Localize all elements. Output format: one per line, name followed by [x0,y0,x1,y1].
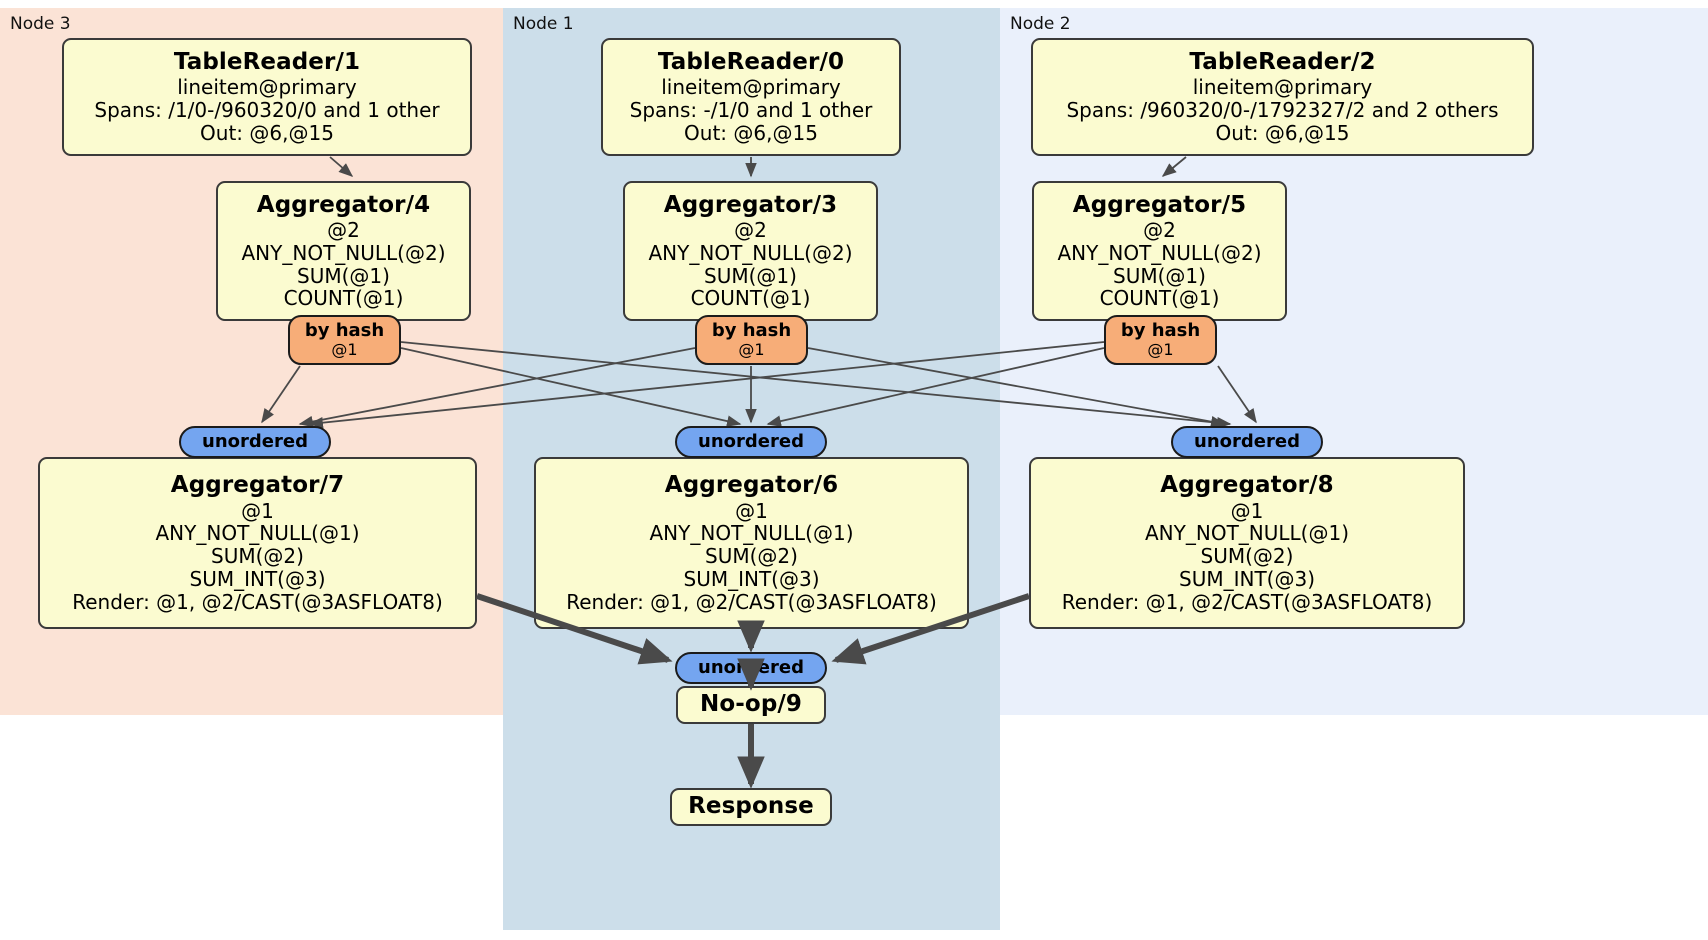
node-panel-label: Node 3 [10,14,71,34]
pill-sublabel: @1 [1147,340,1174,360]
proc-box-line: Spans: -/1/0 and 1 other [629,98,873,123]
proc-box-line: ANY_NOT_NULL(@2) [648,240,853,265]
proc-box-title: Response [688,793,814,820]
proc-box-line: ANY_NOT_NULL(@2) [1057,240,1262,265]
proc-box-line: ANY_NOT_NULL(@1) [155,521,360,546]
proc-box-line: Render: @1, @2/CAST(@3ASFLOAT8) [566,589,937,614]
pill-label: by hash [711,320,792,342]
proc-box-line: COUNT(@1) [1099,286,1220,311]
pill-label: by hash [304,320,385,342]
pill-hash3[interactable]: by hash@1 [695,315,808,365]
proc-box-line: SUM_INT(@3) [683,566,820,591]
node-panel-label: Node 2 [1010,14,1071,34]
proc-box-line: ANY_NOT_NULL(@2) [241,240,446,265]
proc-box-line: @1 [735,498,768,523]
proc-box-line: lineitem@primary [177,75,357,100]
proc-box-line: ANY_NOT_NULL(@1) [1145,521,1349,546]
proc-box-line: Spans: /1/0-/960320/0 and 1 other [94,98,440,123]
proc-box-title: Aggregator/4 [256,191,431,218]
pill-unordered6[interactable]: unordered [675,426,827,458]
proc-box-line: ANY_NOT_NULL(@1) [649,521,854,546]
proc-box-title: TableReader/0 [657,49,845,76]
proc-box-line: SUM(@2) [705,544,798,569]
pill-label: unordered [1194,431,1300,453]
pill-label: unordered [698,657,804,679]
proc-box-line: Out: @6,@15 [200,120,334,145]
proc-box-response[interactable]: Response [670,788,832,826]
proc-box-title: Aggregator/7 [170,472,345,499]
proc-box-line: lineitem@primary [1192,75,1373,100]
proc-box-line: @2 [1143,217,1176,242]
proc-box-title: Aggregator/5 [1072,191,1247,218]
proc-box-line: @2 [734,217,767,242]
pill-hash4[interactable]: by hash@1 [288,315,401,365]
proc-box-line: SUM(@1) [1113,263,1206,288]
proc-box-line: Spans: /960320/0-/1792327/2 and 2 others [1066,98,1499,123]
proc-box-line: @1 [1230,498,1264,523]
proc-box-line: Out: @6,@15 [684,120,818,145]
pill-hash5[interactable]: by hash@1 [1104,315,1217,365]
node-panel-label: Node 1 [513,14,574,34]
proc-box-line: Out: @6,@15 [1215,120,1350,145]
proc-box-line: @2 [327,217,360,242]
proc-box-line: COUNT(@1) [690,286,811,311]
pill-unordered7[interactable]: unordered [179,426,331,458]
proc-box-line: Render: @1, @2/CAST(@3ASFLOAT8) [1061,589,1433,614]
proc-box-line: SUM(@2) [1200,544,1294,569]
pill-sublabel: @1 [738,340,765,360]
proc-box-line: @1 [241,498,274,523]
proc-box-line: SUM(@1) [297,263,390,288]
proc-box-title: TableReader/1 [173,49,361,76]
proc-box-title: Aggregator/3 [663,191,838,218]
proc-box-line: SUM_INT(@3) [189,566,326,591]
pill-unordered8[interactable]: unordered [1171,426,1323,458]
proc-box-line: lineitem@primary [661,75,841,100]
proc-box-title: Aggregator/6 [664,472,839,499]
proc-box-line: Render: @1, @2/CAST(@3ASFLOAT8) [72,589,443,614]
pill-unordered9[interactable]: unordered [675,652,827,684]
pill-label: unordered [202,431,308,453]
proc-box-line: SUM_INT(@3) [1179,566,1315,591]
proc-box-title: TableReader/2 [1189,49,1376,76]
proc-box-title: Aggregator/8 [1160,472,1334,499]
proc-box-line: COUNT(@1) [283,286,404,311]
proc-box-title: No-op/9 [700,691,802,718]
pill-label: unordered [698,431,804,453]
pill-sublabel: @1 [331,340,358,360]
proc-box-line: SUM(@1) [704,263,797,288]
pill-label: by hash [1120,320,1201,342]
proc-box-line: SUM(@2) [211,544,304,569]
proc-box-noop9[interactable]: No-op/9 [676,686,826,724]
